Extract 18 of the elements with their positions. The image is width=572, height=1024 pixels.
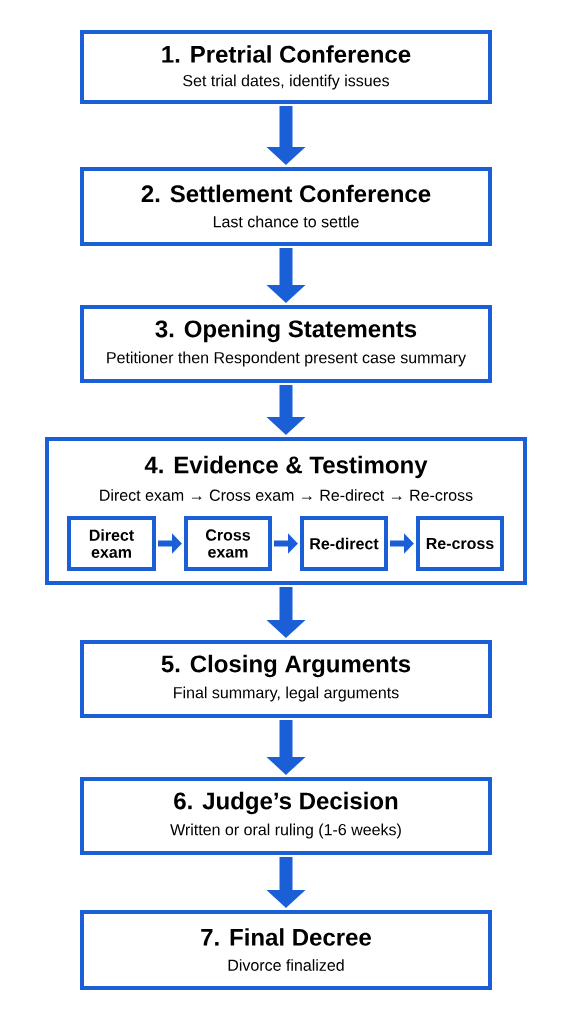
stage-description: Divorce finalized <box>228 959 344 971</box>
stage-title: 4. Evidence & Testimony <box>144 455 428 479</box>
stage-description: Set trial dates, identify issues <box>183 74 389 90</box>
stage-description: Last chance to settle <box>213 215 359 228</box>
stage-title: 6. Judge’s Decision <box>174 791 398 815</box>
stage-title: 3. Opening Statements <box>155 319 417 343</box>
stage-description: Written or oral ruling (1-6 weeks) <box>170 823 401 839</box>
step-label: Direct exam <box>89 529 134 558</box>
stage-title: 7. Final Decree <box>201 928 371 946</box>
step-label: Cross exam <box>206 529 250 558</box>
stage-description: Petitioner then Respondent present case summary <box>107 351 466 367</box>
stage-title: 2. Settlement Conference <box>141 184 431 203</box>
stage-title: 5. Closing Arguments <box>161 654 411 678</box>
stage-description: Direct exam → Cross exam → Re-direct → Re-cross <box>100 489 473 501</box>
stage-description: Final summary, legal arguments <box>174 686 399 702</box>
step-label: Re-direct <box>310 537 379 550</box>
stage-title: 1. Pretrial Conference <box>162 45 411 63</box>
step-label: Re-cross <box>426 537 494 550</box>
